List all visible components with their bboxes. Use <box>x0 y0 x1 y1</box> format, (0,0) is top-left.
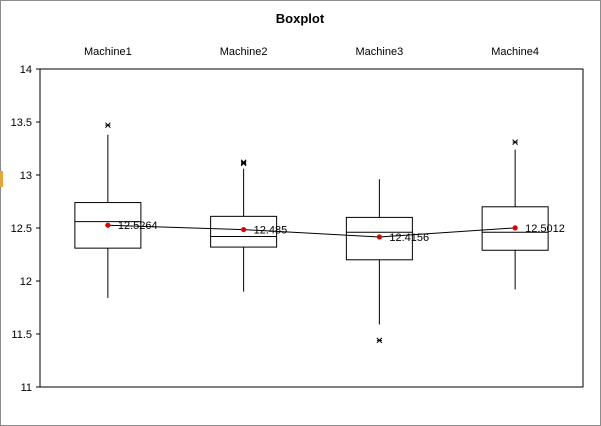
box-3 <box>345 179 413 344</box>
y-tick-label: 13 <box>20 170 32 182</box>
category-label: Machine4 <box>491 46 539 58</box>
mean-marker <box>512 225 518 231</box>
mean-marker <box>241 226 247 233</box>
y-tick-label: 14 <box>20 64 32 76</box>
mean-marker <box>105 222 111 228</box>
y-tick-label: 11.5 <box>11 329 32 341</box>
category-label: Machine2 <box>220 46 268 58</box>
outlier-marker <box>105 122 111 129</box>
outlier-marker <box>376 337 383 344</box>
selection-handle[interactable] <box>0 171 3 187</box>
mean-label: 12.4156 <box>389 232 429 244</box>
box-4 <box>481 139 549 290</box>
mean-label: 12.5012 <box>525 223 565 235</box>
y-axis: 11 11.5 12 12.5 13 13.5 14 <box>11 64 40 394</box>
chart-title: Boxplot <box>276 11 325 26</box>
category-label: Machine1 <box>84 46 132 58</box>
mean-label: 12.5264 <box>118 220 158 232</box>
means: 12.5264 12.485 12.4156 12.5012 <box>105 220 565 244</box>
outlier-marker <box>512 139 518 145</box>
outlier-marker <box>240 159 247 166</box>
y-tick-label: 13.5 <box>11 117 32 129</box>
box-1 <box>74 122 142 298</box>
mean-label: 12.485 <box>254 225 288 237</box>
category-label: Machine3 <box>356 46 404 58</box>
x-axis: Machine1 Machine2 Machine3 Machine4 <box>84 46 539 58</box>
y-tick-label: 12 <box>20 276 32 288</box>
y-tick-label: 11 <box>21 382 32 394</box>
mean-marker <box>376 234 382 240</box>
mean-connector-line <box>107 224 516 238</box>
y-tick-label: 12.5 <box>11 223 32 235</box>
